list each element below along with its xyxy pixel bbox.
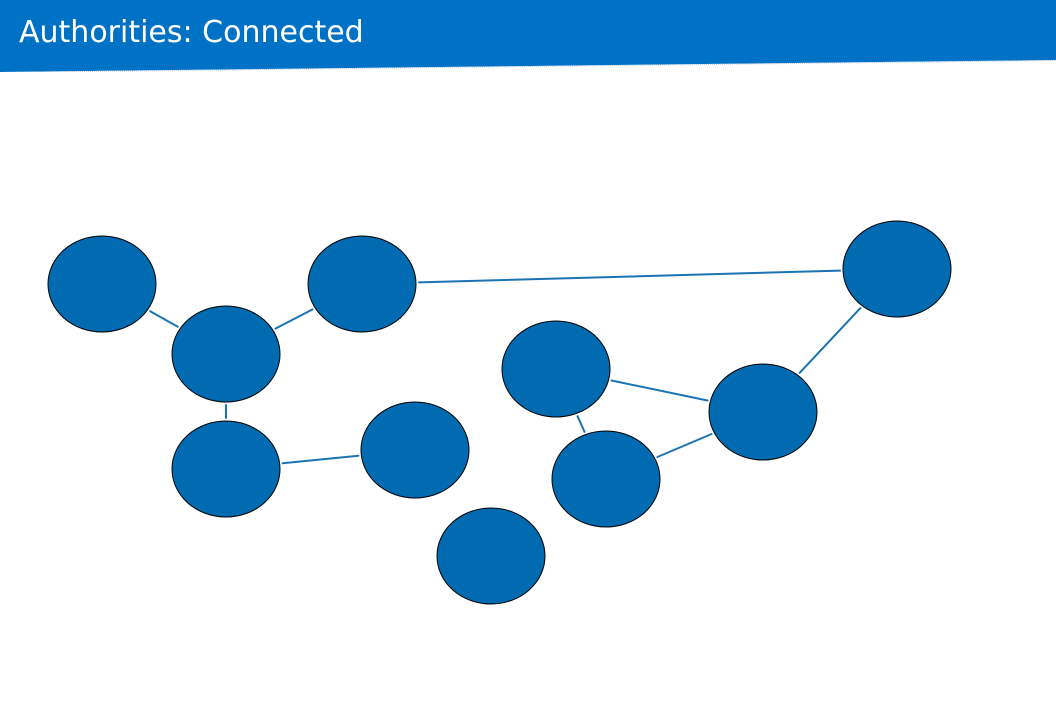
node-n8 [708, 363, 818, 461]
node-n3 [307, 235, 417, 333]
node-n5 [171, 420, 281, 518]
node-layer [47, 220, 952, 605]
title-bar-shape [0, 0, 1056, 72]
node-n1 [47, 235, 157, 333]
edge-n7-n8 [610, 379, 709, 402]
node-n2 [171, 305, 281, 403]
edge-n8-n4 [798, 307, 862, 374]
title-bar: Authorities: Connected [0, 0, 1056, 72]
slide-title: Authorities: Connected [19, 15, 364, 50]
node-n7 [501, 320, 611, 418]
node-n6 [360, 401, 470, 499]
edge-n2-n3 [274, 308, 314, 330]
edge-n7-n9 [576, 415, 586, 433]
edge-layer [149, 269, 862, 465]
edge-n1-n2 [149, 310, 179, 328]
title-bar-edge-line [0, 60, 1056, 72]
node-n10 [436, 507, 546, 605]
node-n4 [842, 220, 952, 318]
edge-n5-n6 [281, 454, 360, 465]
edge-n9-n8 [656, 433, 713, 458]
edge-n3-n4 [418, 269, 841, 284]
node-n9 [551, 430, 661, 528]
title-bar-fill [0, 0, 1056, 72]
